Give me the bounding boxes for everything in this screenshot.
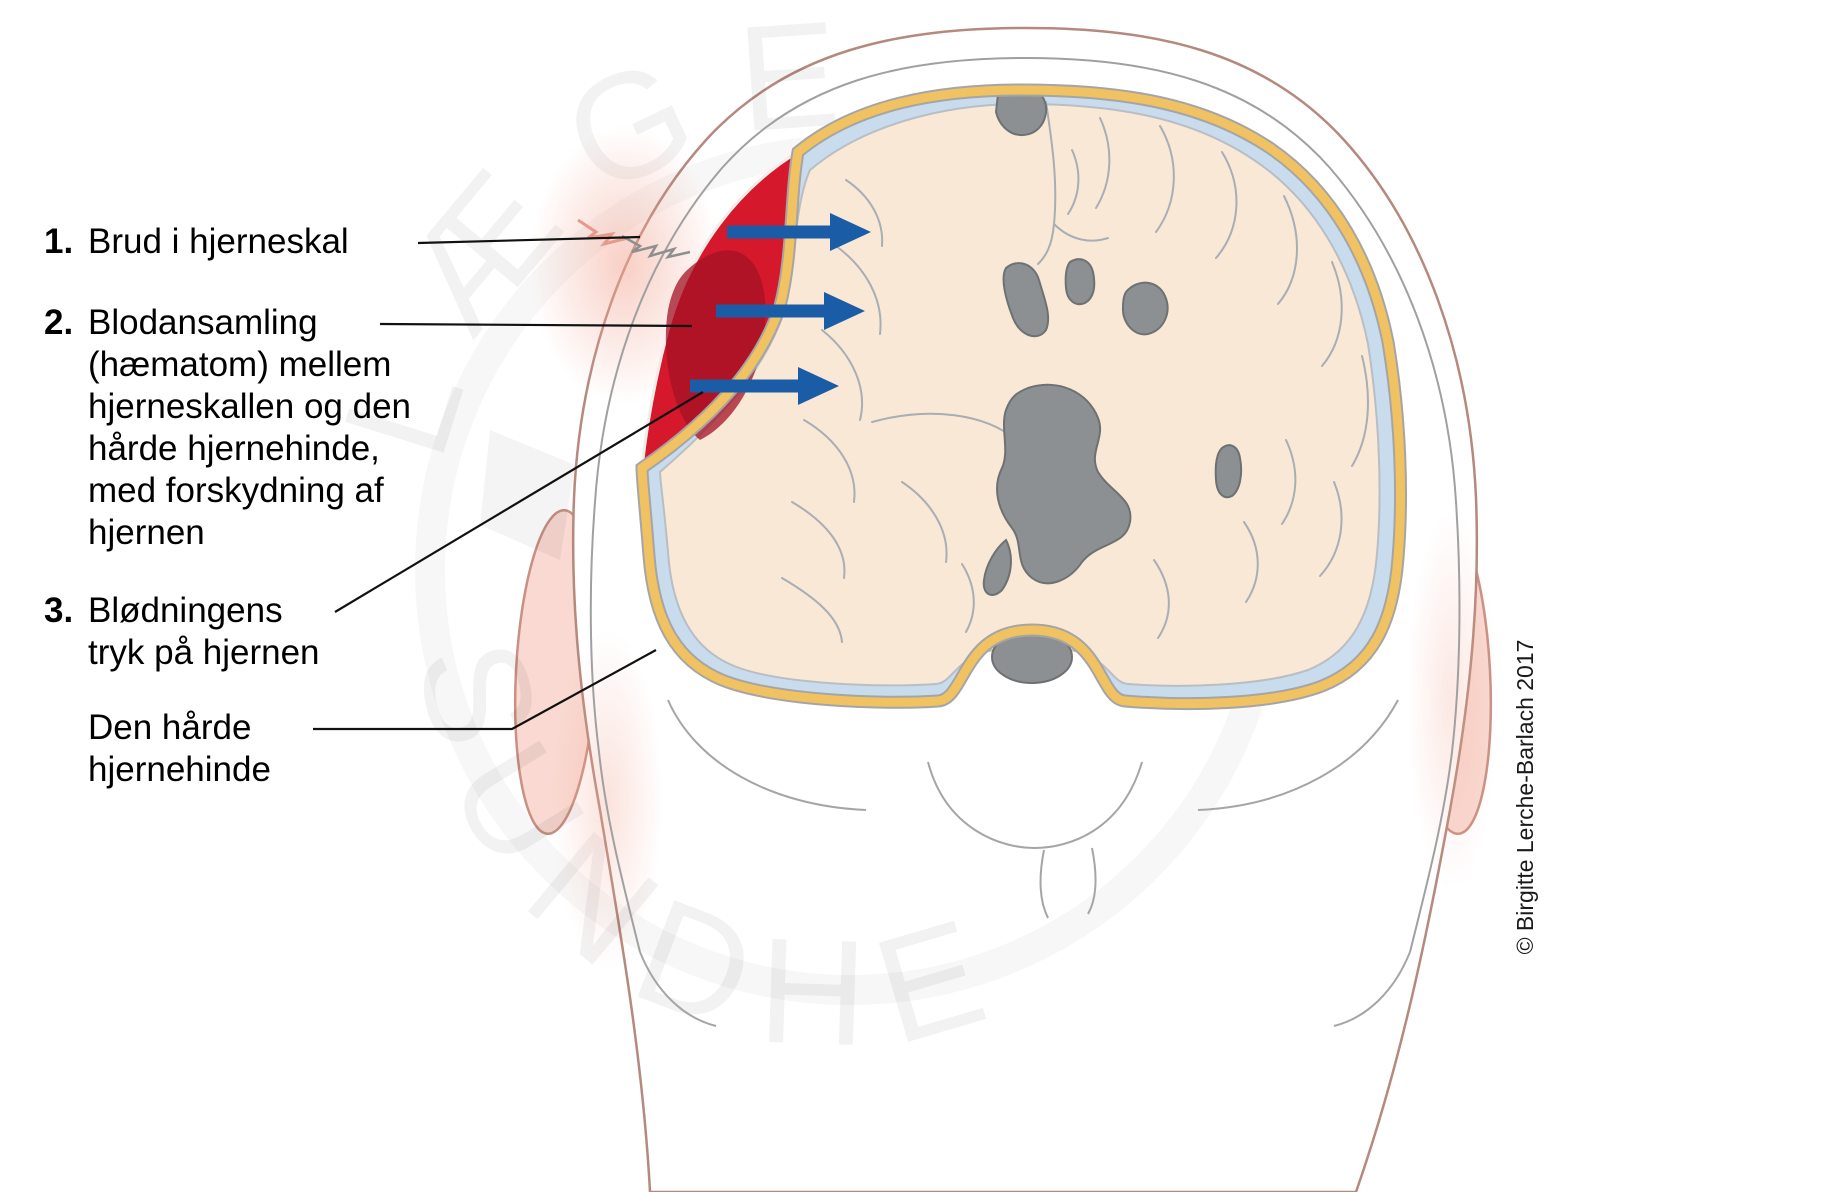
label-2: 2. Blodansamling (hæmatom) mellem hjerne… (44, 302, 411, 554)
fracture-line-outer (577, 218, 629, 247)
skull-inner-line (589, 56, 1461, 953)
leader-line-1 (417, 235, 641, 245)
dura-mater (637, 85, 1406, 709)
label-1: 1. Brud i hjerneskal (44, 221, 349, 263)
label-2-number: 2. (44, 303, 74, 342)
hematoma-shadow (665, 250, 766, 440)
fracture (577, 218, 691, 259)
leader-lines (313, 235, 704, 731)
leader-line-3 (334, 391, 704, 613)
arrow-2-head (824, 292, 865, 330)
credit-text: © Birgitte Lerche-Barlach 2017 (1512, 639, 1538, 955)
pressure-arrows (690, 213, 871, 405)
label-3-number: 3. (44, 591, 74, 630)
ventricles (982, 88, 1243, 684)
label-1-number: 1. (44, 222, 74, 261)
brain-sulci (781, 101, 1369, 643)
label-2-text: Blodansamling (hæmatom) mellem hjerneska… (88, 303, 412, 552)
label-3: 3. Blødningens tryk på hjernen (44, 590, 320, 674)
arrow-3-head (798, 367, 839, 405)
leader-line-4 (313, 649, 657, 731)
arrow-1-head (830, 213, 871, 251)
label-4: Den hårde hjernehinde (44, 707, 271, 791)
label-4-text: Den hårde hjernehinde (88, 708, 271, 789)
label-1-text: Brud i hjerneskal (88, 222, 349, 261)
leader-line-2 (379, 322, 693, 328)
skull-base-lines (639, 699, 1411, 1027)
fracture-line-inner (621, 234, 691, 259)
watermark-shield (480, 430, 575, 560)
label-3-text: Blødningens tryk på hjernen (88, 591, 320, 672)
